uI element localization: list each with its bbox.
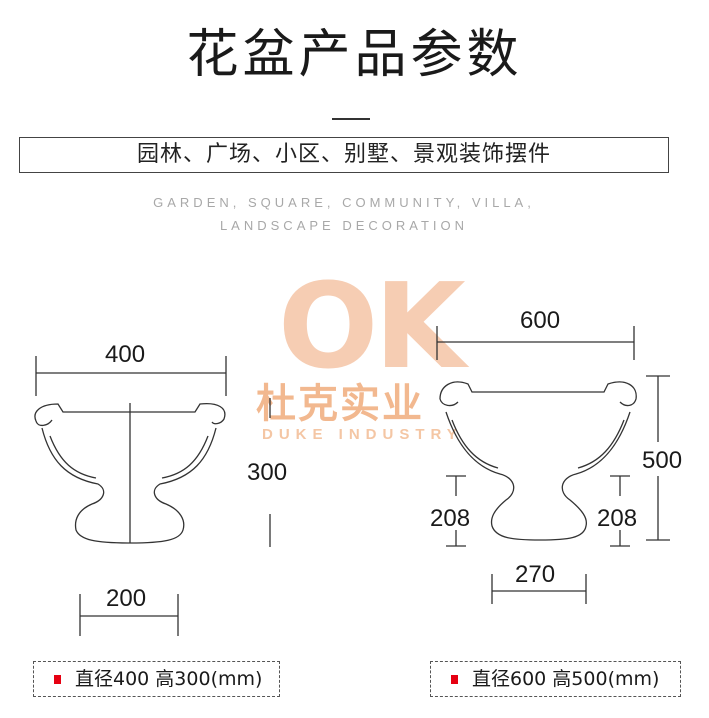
title-divider [332,118,370,120]
english-subtitle-line-2: LANDSCAPE DECORATION [219,218,469,233]
left-spec-box: 直径400 高300(mm) [33,661,280,697]
usage-text: 园林、广场、小区、别墅、景观装饰摆件 [136,142,551,167]
watermark-company-cn: 杜克实业 [256,381,424,427]
right-right-base-height-label: 208 [597,505,638,532]
right-top-width-label: 600 [520,307,561,334]
left-top-width-label: 400 [105,341,146,368]
english-subtitle-line-1: GARDEN, SQUARE, COMMUNITY, VILLA, [153,195,535,210]
watermark-company-en: DUKE INDUSTRY [262,426,463,443]
right-height-label: 500 [642,447,683,474]
right-pot-outline [439,381,637,541]
right-base-width-label: 270 [515,561,556,588]
red-bullet-icon [54,675,61,684]
right-spec-box: 直径600 高500(mm) [430,661,681,697]
watermark-logo: OK [278,257,466,395]
left-pot-outline [34,402,226,544]
left-base-width-label: 200 [106,585,147,612]
right-left-base-height-label: 208 [430,505,471,532]
left-height-label: 300 [247,459,288,486]
page-title: 花盆产品参数 [186,25,523,85]
left-spec-text: 直径400 高300(mm) [75,668,263,690]
usage-banner: 园林、广场、小区、别墅、景观装饰摆件 [19,137,669,173]
right-spec-text: 直径600 高500(mm) [472,668,660,690]
red-bullet-icon [451,675,458,684]
